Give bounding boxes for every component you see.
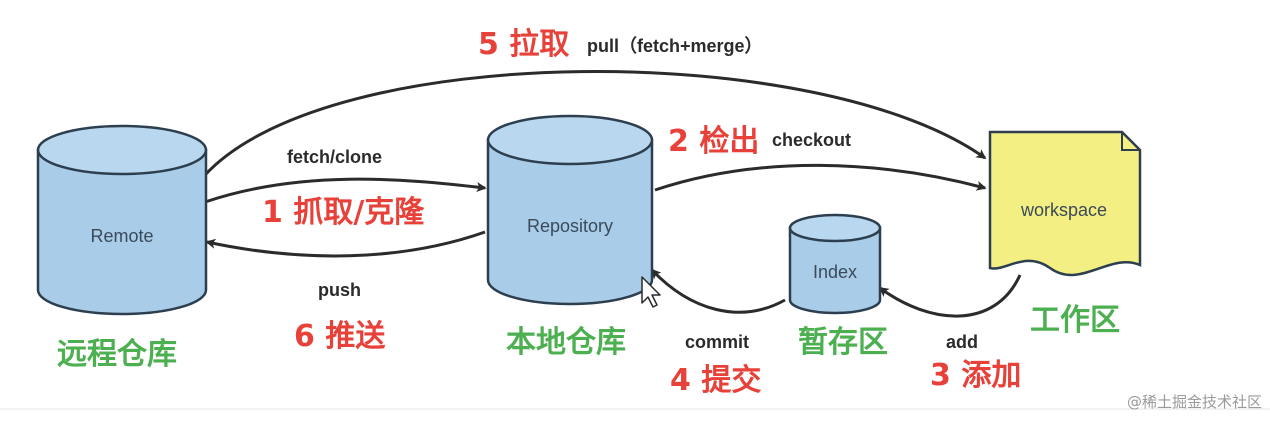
add-arrow bbox=[878, 274, 1022, 318]
pull-arrow bbox=[203, 70, 987, 177]
index-cylinder: Index bbox=[788, 213, 882, 315]
add-command-label: add bbox=[946, 332, 978, 352]
workspace-caption: 工作区 bbox=[1030, 303, 1120, 338]
pull-step-label: 5 拉取 bbox=[478, 27, 569, 62]
index-caption: 暂存区 bbox=[798, 325, 888, 360]
index-label: Index bbox=[813, 262, 857, 282]
fetch-clone-command-label: fetch/clone bbox=[287, 147, 382, 167]
repository-label: Repository bbox=[527, 216, 613, 236]
mouse-cursor-icon bbox=[641, 276, 661, 308]
workspace-label: workspace bbox=[1020, 200, 1107, 220]
commit-arrow bbox=[650, 268, 786, 314]
push-arrow bbox=[205, 230, 486, 258]
fetch-clone-arrow bbox=[204, 177, 487, 204]
remote-caption: 远程仓库 bbox=[57, 337, 177, 372]
remote-label: Remote bbox=[90, 226, 153, 246]
pull-command-label: pull（fetch+merge） bbox=[587, 36, 763, 56]
remote-repo-cylinder: Remote bbox=[36, 124, 208, 316]
commit-step-label: 4 提交 bbox=[670, 363, 761, 398]
local-repo-cylinder: Repository bbox=[486, 114, 654, 306]
push-command-label: push bbox=[318, 280, 361, 300]
push-step-label: 6 推送 bbox=[294, 319, 385, 354]
commit-command-label: commit bbox=[685, 332, 749, 352]
checkout-step-label: 2 检出 bbox=[668, 124, 759, 159]
checkout-arrow bbox=[654, 163, 987, 192]
watermark: @稀土掘金技术社区 bbox=[1127, 393, 1262, 411]
repository-caption: 本地仓库 bbox=[506, 325, 626, 360]
fetch-clone-step-label: 1 抓取/克隆 bbox=[262, 195, 425, 230]
workspace-document: workspace bbox=[988, 130, 1142, 277]
checkout-command-label: checkout bbox=[772, 130, 851, 150]
add-step-label: 3 添加 bbox=[930, 358, 1021, 393]
